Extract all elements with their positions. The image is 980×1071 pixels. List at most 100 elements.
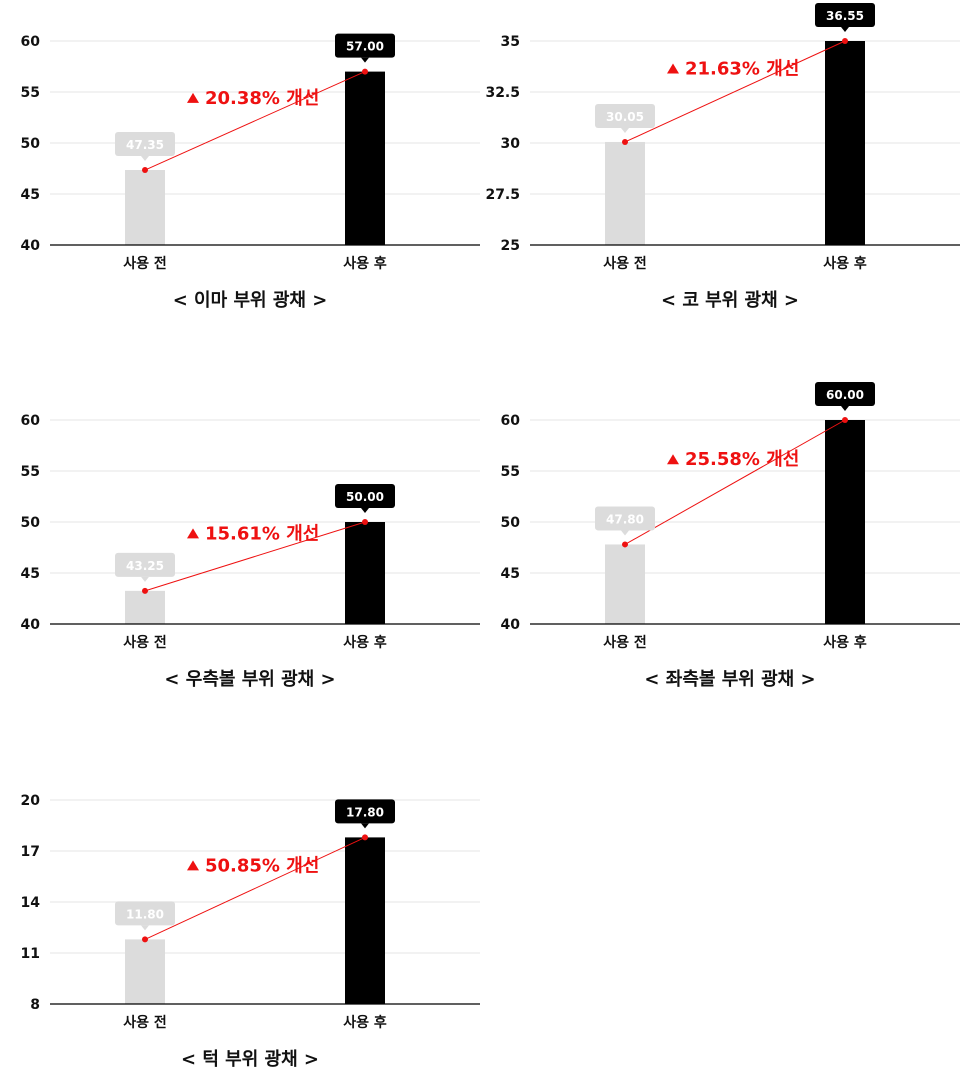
y-tick-label: 50 — [21, 136, 41, 152]
improvement-up-arrow-icon — [187, 528, 199, 539]
chart-title-right-cheek: < 우측볼 부위 광채 > — [164, 669, 336, 690]
bar-before — [125, 170, 165, 245]
chart-title-forehead: < 이마 부위 광채 > — [172, 290, 328, 311]
improvement-up-arrow-icon — [187, 860, 199, 871]
y-tick-label: 55 — [501, 464, 520, 480]
x-tick-label: 사용 후 — [823, 256, 867, 272]
trend-dot-before — [142, 587, 148, 594]
value-badge-after — [335, 484, 395, 508]
y-tick-label: 32.5 — [485, 85, 520, 101]
value-badge-after — [815, 3, 875, 27]
value-badge-pointer — [141, 925, 149, 931]
x-tick-label: 사용 후 — [343, 1015, 387, 1031]
value-badge-before — [595, 506, 655, 531]
trend-line — [144, 521, 366, 592]
value-label-after: 60.00 — [826, 388, 864, 402]
improvement-up-arrow-icon — [667, 454, 679, 465]
bar-after — [345, 71, 385, 245]
x-tick-label: 사용 전 — [603, 255, 647, 272]
trend-dot-before — [142, 936, 148, 943]
improvement-label: 15.61% 개선 — [205, 523, 319, 544]
trend-line — [144, 71, 366, 171]
y-tick-label: 14 — [21, 895, 41, 911]
x-tick-label: 사용 전 — [603, 634, 647, 651]
trend-line — [624, 40, 846, 143]
value-label-before: 30.05 — [606, 110, 644, 124]
value-badge-before — [115, 132, 175, 157]
trend-dot-after — [362, 519, 368, 525]
x-tick-label: 사용 후 — [823, 635, 867, 651]
value-badge-pointer — [361, 57, 369, 63]
y-tick-label: 40 — [501, 617, 521, 633]
improvement-up-arrow-icon — [667, 63, 679, 74]
bar-after — [345, 522, 385, 624]
trend-dot-after — [362, 834, 368, 841]
value-badge-before — [115, 552, 175, 577]
bar-before — [125, 939, 165, 1004]
value-badge-after — [815, 382, 875, 406]
bar-after — [345, 837, 385, 1004]
y-tick-label: 25 — [501, 238, 520, 254]
value-label-after: 36.55 — [826, 9, 864, 23]
value-label-after: 17.80 — [346, 805, 384, 819]
x-tick-label: 사용 전 — [123, 255, 167, 272]
trend-dot-after — [362, 68, 368, 75]
value-badge-pointer — [361, 508, 369, 513]
bar-before — [605, 141, 645, 245]
improvement-label: 21.63% 개선 — [685, 58, 799, 79]
trend-line — [144, 836, 366, 940]
trend-dot-before — [622, 541, 628, 548]
y-tick-label: 60 — [21, 34, 41, 50]
value-badge-after — [335, 33, 395, 58]
improvement-label: 20.38% 개선 — [205, 88, 319, 109]
value-badge-pointer — [621, 127, 629, 133]
trend-dot-before — [622, 138, 628, 145]
x-tick-label: 사용 전 — [123, 634, 167, 651]
trend-dot-after — [842, 38, 848, 44]
y-tick-label: 11 — [21, 946, 40, 962]
x-tick-label: 사용 전 — [123, 1014, 167, 1031]
value-badge-before — [595, 103, 655, 128]
y-tick-label: 50 — [21, 515, 41, 531]
bar-before — [125, 590, 165, 624]
trend-line — [624, 419, 846, 545]
value-badge-pointer — [841, 27, 849, 32]
value-label-before: 43.25 — [126, 559, 164, 573]
y-tick-label: 40 — [21, 238, 41, 254]
y-tick-label: 60 — [21, 413, 41, 429]
y-tick-label: 50 — [501, 515, 521, 531]
y-tick-label: 55 — [21, 85, 40, 101]
y-tick-label: 35 — [501, 34, 520, 50]
y-tick-label: 20 — [21, 793, 41, 809]
bar-after — [825, 420, 865, 624]
bar-after — [825, 41, 865, 245]
value-badge-pointer — [141, 156, 149, 162]
y-tick-label: 45 — [501, 566, 520, 582]
value-label-before: 11.80 — [126, 907, 164, 921]
y-tick-label: 45 — [21, 566, 40, 582]
x-tick-label: 사용 후 — [343, 635, 387, 651]
y-tick-label: 40 — [21, 617, 41, 633]
value-label-before: 47.35 — [126, 138, 164, 152]
value-badge-before — [115, 901, 175, 926]
value-label-after: 57.00 — [346, 40, 384, 54]
value-badge-pointer — [361, 823, 369, 829]
improvement-label: 50.85% 개선 — [205, 855, 319, 876]
value-label-after: 50.00 — [346, 490, 384, 504]
y-tick-label: 8 — [30, 997, 40, 1013]
value-badge-pointer — [621, 530, 629, 536]
chart-title-left-cheek: < 좌측볼 부위 광채 > — [644, 669, 816, 690]
y-tick-label: 27.5 — [485, 187, 520, 203]
chart-title-nose: < 코 부위 광채 > — [660, 290, 800, 311]
trend-dot-before — [142, 167, 148, 174]
improvement-up-arrow-icon — [187, 92, 199, 103]
y-tick-label: 55 — [21, 464, 40, 480]
value-badge-after — [335, 799, 395, 824]
bar-before — [605, 544, 645, 624]
x-tick-label: 사용 후 — [343, 256, 387, 272]
value-badge-pointer — [841, 406, 849, 411]
improvement-label: 25.58% 개선 — [685, 449, 799, 470]
y-tick-label: 30 — [501, 136, 521, 152]
y-tick-label: 60 — [501, 413, 521, 429]
